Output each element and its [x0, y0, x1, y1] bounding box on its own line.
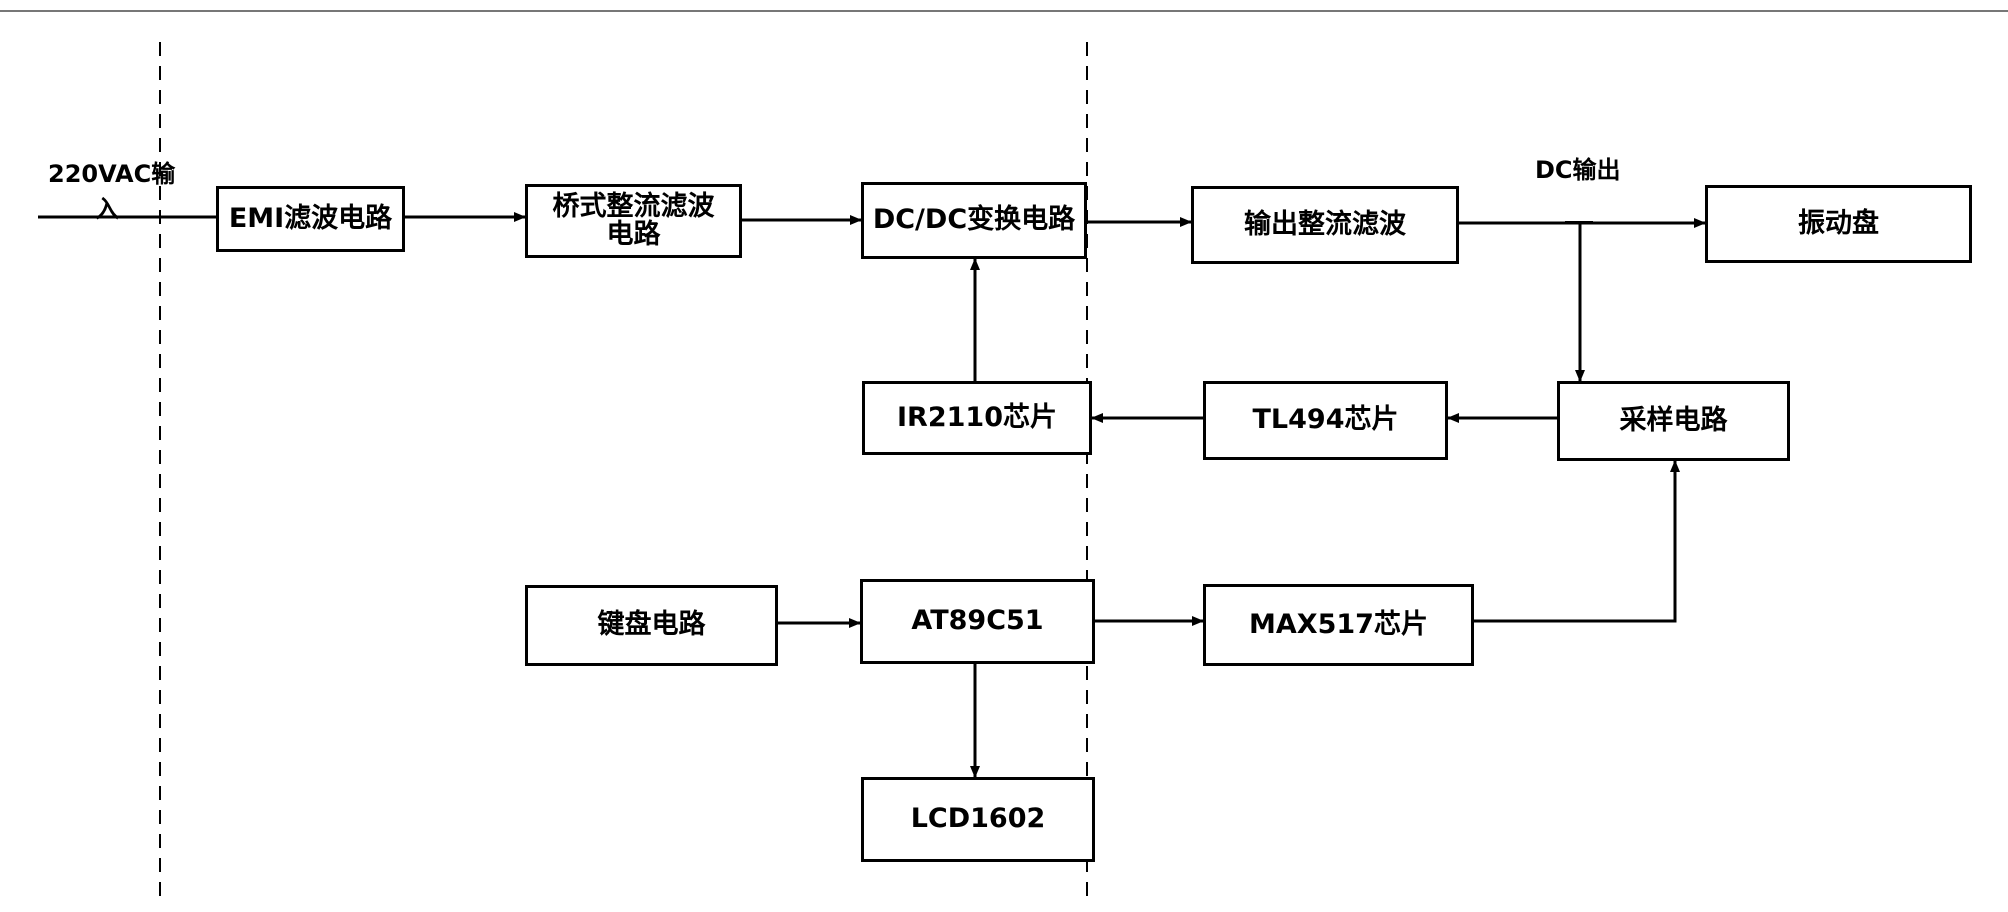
mcu-block: AT89C51 [860, 579, 1095, 664]
max517-label: MAX517芯片 [1249, 608, 1428, 640]
arrow-max517-to-sampling [1474, 460, 1680, 623]
input-label-bottom: 入 [95, 195, 119, 223]
dc-output-label: DC输出 [1535, 156, 1621, 184]
emi-filter-block: EMI滤波电路 [216, 186, 405, 252]
vibrator-block: 振动盘 [1705, 185, 1972, 263]
max517-block: MAX517芯片 [1203, 584, 1474, 666]
ir2110-label: IR2110芯片 [897, 401, 1057, 433]
tl494-label: TL494芯片 [1252, 404, 1399, 436]
sampling-label: 采样电路 [1619, 404, 1728, 436]
dcdc-converter-label: DC/DC变换电路 [872, 204, 1076, 236]
output-rectifier-block: 输出整流滤波 [1191, 186, 1459, 264]
sampling-block: 采样电路 [1557, 381, 1790, 461]
output-rectifier-label: 输出整流滤波 [1244, 208, 1406, 240]
bridge-rectifier-label: 桥式整流滤波电路 [552, 190, 715, 250]
emi-filter-label: EMI滤波电路 [228, 202, 393, 234]
lcd-block: LCD1602 [861, 777, 1095, 862]
tl494-block: TL494芯片 [1203, 381, 1448, 460]
dcdc-converter-block: DC/DC变换电路 [861, 182, 1087, 259]
vibrator-label: 振动盘 [1798, 207, 1879, 239]
lcd-label: LCD1602 [910, 803, 1046, 835]
input-label-top: 220VAC输 [48, 160, 176, 188]
keyboard-label: 键盘电路 [597, 609, 706, 641]
bridge-rectifier-block: 桥式整流滤波电路 [525, 184, 742, 258]
keyboard-block: 键盘电路 [525, 585, 778, 666]
mcu-label: AT89C51 [911, 605, 1044, 637]
ir2110-block: IR2110芯片 [862, 381, 1092, 455]
